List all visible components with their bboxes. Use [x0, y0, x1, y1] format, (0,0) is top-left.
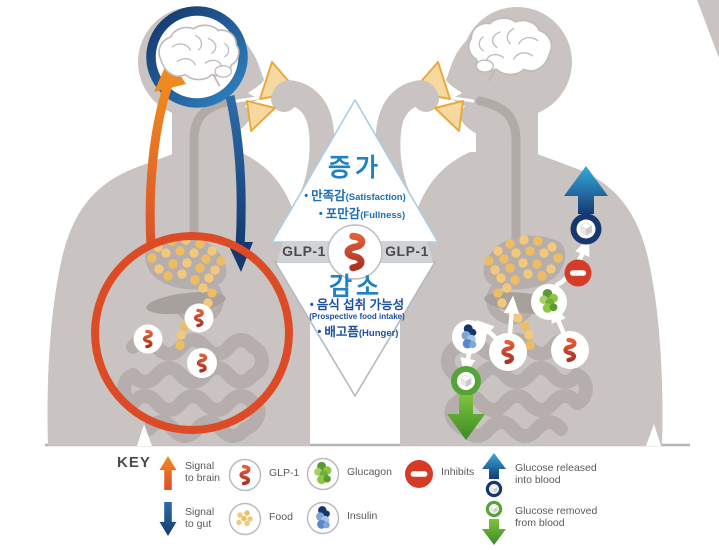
glp1-circle-right: [551, 331, 589, 369]
glp1-band-left: [277, 242, 331, 262]
key-item-signal-to-gut: Signal to gut: [158, 502, 214, 536]
key-item-insulin: Insulin: [306, 501, 377, 535]
decrease-item-en: (Hunger): [358, 328, 399, 339]
arm-gap-right: [646, 424, 661, 446]
signal-to-brain-arrow-icon: [159, 456, 177, 490]
glp1-secretion-circles: [133, 303, 217, 378]
decrease-item-ko: 음식 섭취 가능성: [316, 298, 405, 312]
diamond-panel: [270, 98, 440, 398]
key-item-inhibits: Inhibits: [404, 459, 474, 489]
bullet-dot: •: [318, 208, 323, 220]
decrease-item-food-intake: •음식 섭취 가능성(Prospective food intake): [272, 299, 442, 321]
increase-item-ko: 포만감: [325, 207, 361, 221]
key-item-label: Signal to gut: [185, 506, 215, 531]
insulin-molecule-icon: [306, 501, 340, 535]
corner-shoulder: [697, 0, 719, 58]
key-item-label: Insulin: [347, 510, 378, 522]
decrease-item-en: (Prospective food intake): [309, 311, 405, 321]
glucagon-circle: [531, 284, 567, 320]
key-item-glp1: GLP-1: [228, 458, 299, 492]
decrease-heading: 감소: [328, 273, 384, 301]
glp1-band-label-right: GLP-1: [385, 243, 429, 259]
glucose-released-arrow: [564, 166, 608, 245]
key-item-food: Food: [228, 502, 293, 536]
key-item-glucagon: Glucagon: [306, 457, 392, 491]
inhibits-sign-icon: [405, 460, 433, 488]
key-item-label: Signal to brain: [185, 460, 221, 485]
glucose-removed-arrow: [447, 366, 485, 440]
glucose-removed-arrow-icon: [482, 500, 506, 545]
bullet-dot: •: [304, 190, 309, 202]
key-item-label: Glucose removed from blood: [515, 505, 598, 530]
key-item-label: Glucose released into blood: [515, 462, 597, 487]
increase-item-satisfaction: •만족감(Satisfaction): [304, 189, 406, 204]
bullet-dot: •: [317, 326, 322, 338]
decrease-item-ko: 배고픔: [324, 325, 359, 339]
glucose-released-arrow-icon: [482, 453, 506, 498]
food-particles-icon: [228, 502, 262, 536]
glp1-center-circle: [327, 224, 383, 280]
glucagon-molecule-icon: [306, 457, 340, 491]
arm-gap-left: [137, 424, 152, 446]
key-item-label: Food: [269, 511, 293, 523]
inhibits-icon: [564, 259, 592, 287]
key-heading: KEY: [117, 454, 151, 471]
increase-item-en: (Satisfaction): [345, 192, 406, 203]
key-item-glucose-released: Glucose released into blood: [480, 453, 597, 499]
bullet-dot: •: [309, 299, 314, 311]
glp1-band-label-left: GLP-1: [282, 243, 326, 259]
increase-item-en: (Fullness): [360, 210, 406, 221]
glp1-molecule-icon: [228, 458, 262, 492]
key-item-label: Glucagon: [347, 466, 392, 478]
insulin-circle: [452, 320, 486, 354]
decrease-item-hunger: •배고픔(Hunger): [317, 325, 399, 340]
key-item-signal-to-brain: Signal to brain: [158, 456, 220, 490]
signal-to-brain-arrow: [145, 58, 186, 248]
key-item-glucose-removed: Glucose removed from blood: [480, 499, 597, 545]
increase-heading: 증가: [327, 154, 383, 182]
glp1-band-right: [379, 242, 433, 262]
signal-to-gut-arrow-icon: [159, 502, 177, 536]
gut-highlight-circle: [91, 232, 293, 434]
glp1-circle-left: [489, 333, 527, 371]
key-item-label: GLP-1: [269, 467, 300, 479]
key-item-label: Inhibits: [441, 466, 475, 478]
increase-item-fullness: •포만감(Fullness): [318, 207, 406, 222]
increase-item-ko: 만족감: [311, 189, 346, 203]
